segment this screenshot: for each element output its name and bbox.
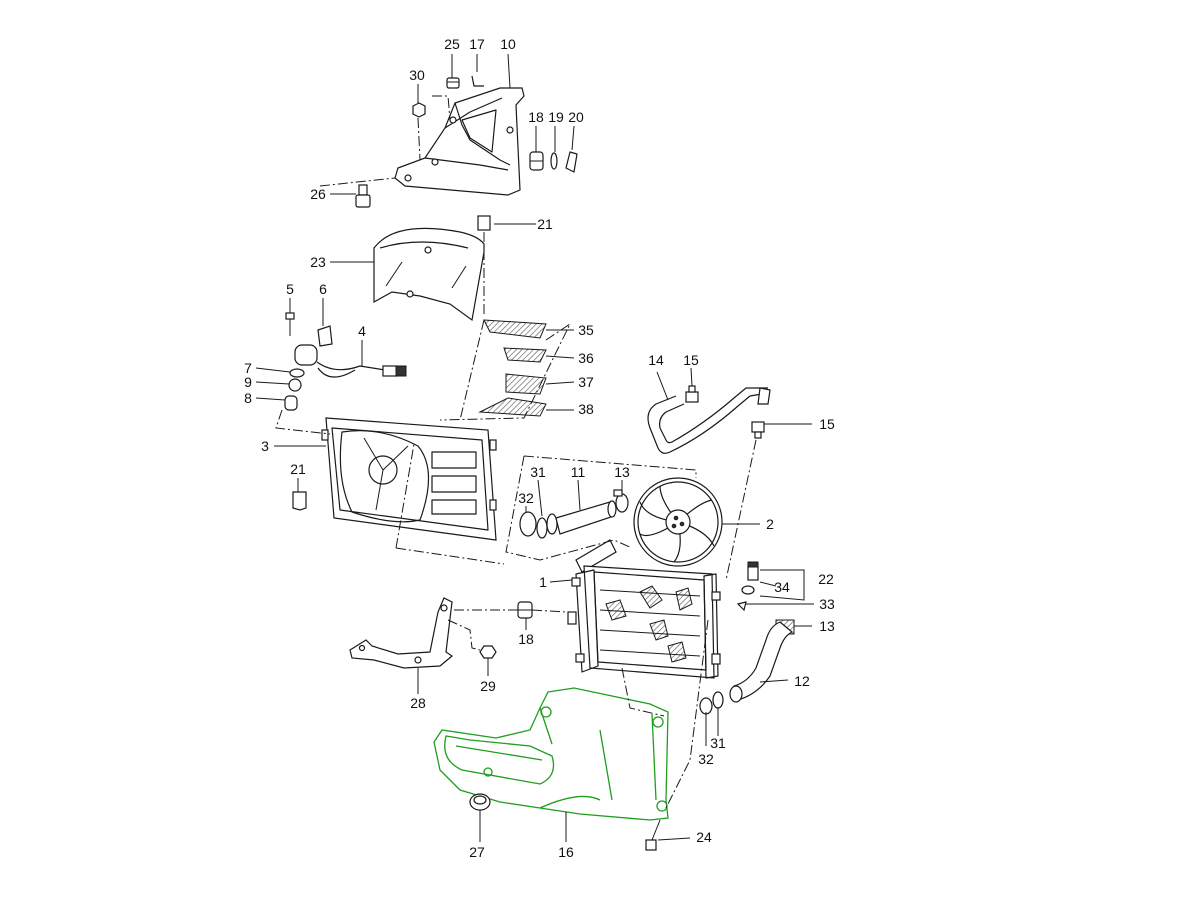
callout-6: 6 [319,281,327,297]
sensor-22 [747,561,759,581]
callout-label: 20 [568,109,584,125]
hose-12 [729,621,794,703]
grommet-9 [288,378,302,392]
grommet-18-mid [517,601,533,619]
pipe-11 [555,500,617,535]
callout-5: 5 [286,281,294,297]
callout-4: 4 [358,323,366,339]
nut-30 [412,102,426,118]
callout-37: 37 [578,374,594,390]
callout-18-mid: 18 [518,631,534,647]
seal-32-lower [699,697,713,715]
lower-air-duct-16-highlighted [433,687,669,821]
o-ring-31-upper [536,513,558,539]
callout-11: 11 [571,464,586,480]
callout-label: 26 [310,186,326,202]
callout-label: 10 [500,36,516,52]
callout-2: 2 [766,516,774,532]
callout-21-top: 21 [537,216,553,232]
seal-33 [736,601,747,612]
callout-28: 28 [410,695,426,711]
callout-label: 30 [409,67,425,83]
hose-clamp-15-upper [685,385,699,403]
callout-36: 36 [578,350,594,366]
upper-mounting-bracket [394,87,525,196]
grommet-8 [284,395,298,411]
fan-wiring-harness [294,344,407,378]
washer-7 [289,368,305,378]
callout-38: 38 [578,401,594,417]
assembly-dashed-lines [275,95,757,809]
seal-32-upper [519,511,537,537]
leader-lines [255,53,814,842]
callout-labels: 25 17 10 30 18 19 20 26 [310,36,584,202]
callout-13-upper: 13 [614,464,630,480]
callout-31-lower: 31 [710,735,726,751]
hose-clamp-15-lower [751,421,765,439]
radiator-1 [567,565,721,679]
callout-24: 24 [696,829,712,845]
callout-3: 3 [261,438,269,454]
callout-labels-main: 21 23 5 6 4 7 9 8 35 36 37 38 3 21 14 15… [244,216,835,860]
callout-34: 34 [774,579,790,595]
screw-5 [285,312,295,336]
grommet-27 [469,793,491,811]
callout-7: 7 [244,360,252,376]
clip-21-top [477,215,491,231]
callout-15-upper: 15 [683,352,699,368]
clip-21-left [292,491,307,511]
callout-1: 1 [539,574,547,590]
seal-strip-35 [483,319,547,339]
callout-32-lower: 32 [698,751,714,767]
callout-23: 23 [310,254,326,270]
nut-25 [446,77,460,89]
callout-27: 27 [469,844,485,860]
lower-bracket-28 [349,597,454,669]
clip-19 [550,152,558,170]
pipe-section-lower [575,539,617,573]
fan-frame-3 [321,417,497,541]
nut-29 [479,645,497,659]
callout-8: 8 [244,390,252,406]
bracket-6 [317,325,333,347]
bolt-24 [645,819,661,851]
clip-17 [471,75,484,87]
callout-33: 33 [819,596,835,612]
bolt-26 [355,184,371,208]
callout-16: 16 [558,844,574,860]
callout-29: 29 [480,678,496,694]
o-ring-31-lower [712,691,724,709]
callout-32-upper: 32 [518,490,534,506]
callout-label: 17 [469,36,485,52]
seal-strip-38 [478,397,547,417]
callout-label: 19 [548,109,564,125]
callout-22: 22 [818,571,834,587]
grommet-18-top [529,151,544,171]
callout-31-upper: 31 [530,464,546,480]
callout-15-lower: 15 [819,416,835,432]
seal-strip-36 [503,347,547,363]
callout-13-lower: 13 [819,618,835,634]
seal-strip-37 [505,373,547,395]
cooling-fan-2 [633,477,723,567]
hose-14 [647,387,771,454]
callout-9: 9 [244,374,252,390]
callout-35: 35 [578,322,594,338]
clip-20 [565,151,578,173]
o-ring-34 [741,585,755,595]
callout-14: 14 [648,352,664,368]
callout-label: 18 [528,109,544,125]
callout-label: 25 [444,36,460,52]
air-guide-23 [373,227,485,322]
callout-12: 12 [794,673,810,689]
callout-21-left: 21 [290,461,306,477]
